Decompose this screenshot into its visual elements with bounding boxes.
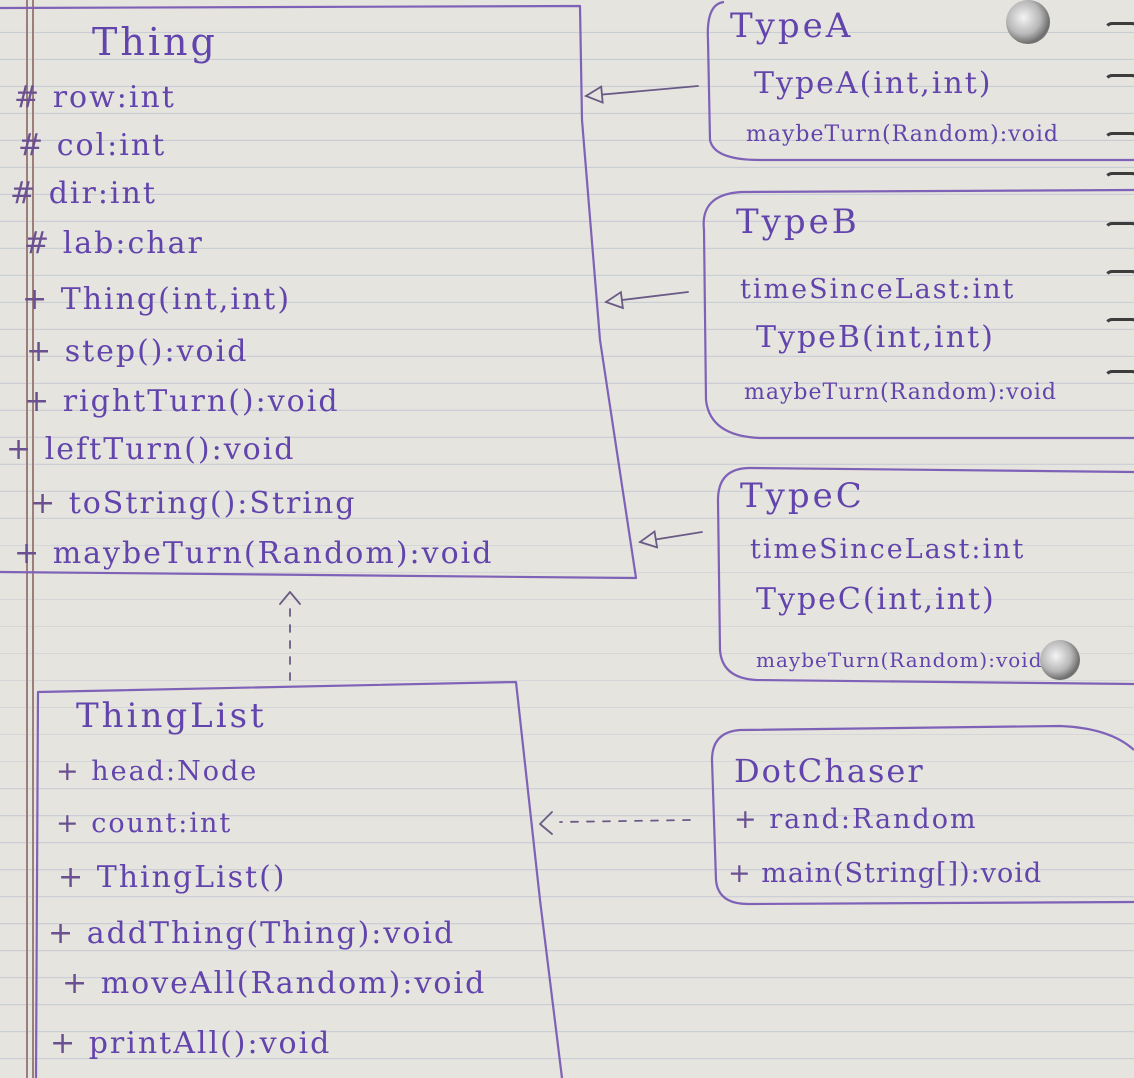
- visibility-marker: +: [30, 486, 58, 521]
- member-text: maybeTurn(Random):void: [52, 536, 494, 571]
- spiral-wire-icon: [1104, 132, 1134, 150]
- type-b-member: TypeB(int,int): [756, 320, 995, 355]
- member-text: head:Node: [91, 756, 259, 787]
- thing-member: + step():void: [26, 334, 248, 369]
- visibility-marker: +: [22, 282, 50, 317]
- type-c-class-box: [716, 466, 1134, 686]
- member-text: lab:char: [62, 226, 204, 261]
- spiral-wire-icon: [1104, 318, 1134, 336]
- type-b-member: timeSinceLast:int: [740, 274, 1016, 305]
- member-text: rightTurn():void: [62, 384, 340, 419]
- member-text: col:int: [56, 128, 167, 163]
- visibility-marker: +: [14, 536, 42, 571]
- visibility-marker: #: [14, 80, 42, 115]
- visibility-marker: #: [24, 226, 52, 261]
- spiral-wire-icon: [1104, 370, 1134, 388]
- type-c-inherits-arrow: [640, 532, 703, 542]
- thing-list-member: + head:Node: [56, 756, 258, 787]
- thing-class-box: [0, 4, 638, 580]
- type-a-member: maybeTurn(Random):void: [746, 122, 1059, 147]
- member-text: step():void: [64, 334, 249, 369]
- member-text: toString():String: [68, 486, 357, 521]
- thing-member: + Thing(int,int): [22, 282, 291, 317]
- visibility-marker: +: [24, 384, 52, 419]
- dot-chaser-class-name: DotChaser: [734, 752, 925, 790]
- spiral-wire-icon: [1104, 74, 1134, 92]
- member-text: rand:Random: [769, 804, 978, 835]
- member-text: moveAll(Random):void: [100, 966, 487, 1001]
- margin-line-left: [26, 0, 28, 1078]
- spiral-wire-icon: [1104, 172, 1134, 190]
- thing-list-member: + count:int: [56, 808, 232, 839]
- thing-list-member: + printAll():void: [50, 1026, 331, 1061]
- type-c-class-name: TypeC: [740, 476, 865, 516]
- thing-member: # lab:char: [24, 226, 204, 261]
- type-c-member: timeSinceLast:int: [750, 534, 1026, 565]
- member-text: addThing(Thing):void: [86, 916, 456, 951]
- type-b-class-box: [702, 188, 1134, 440]
- member-text: Thing(int,int): [60, 282, 292, 317]
- member-text: leftTurn():void: [44, 432, 296, 467]
- thing-list-member: + moveAll(Random):void: [62, 966, 486, 1001]
- visibility-marker: +: [50, 1026, 78, 1061]
- type-a-class-name: TypeA: [730, 6, 854, 46]
- visibility-marker: +: [58, 860, 86, 895]
- spiral-wire-icon: [1104, 222, 1134, 240]
- member-text: ThingList(): [96, 860, 287, 895]
- dot-chaser-member: + rand:Random: [734, 804, 978, 835]
- thing-list-class-box: [34, 680, 564, 1078]
- spiral-wire-icon: [1104, 270, 1134, 288]
- visibility-marker: +: [6, 432, 34, 467]
- member-text: row:int: [52, 80, 176, 115]
- thing-member: # row:int: [14, 80, 176, 115]
- visibility-marker: +: [48, 916, 76, 951]
- thing-list-member: + ThingList(): [58, 860, 287, 895]
- member-text: printAll():void: [88, 1026, 332, 1061]
- thing-list-class-name: ThingList: [76, 696, 267, 736]
- visibility-marker: +: [728, 858, 752, 889]
- thing-list-uses-thing-arrowhead: [279, 591, 301, 605]
- dot-chaser-uses-thing-list-arrow: [559, 819, 691, 823]
- visibility-marker: +: [62, 966, 90, 1001]
- type-b-class-name: TypeB: [736, 202, 860, 242]
- type-a-member: TypeA(int,int): [754, 66, 993, 101]
- thing-member: + rightTurn():void: [24, 384, 340, 419]
- dot-chaser-member: + main(String[]):void: [728, 858, 1042, 889]
- type-a-class-box: [706, 0, 1134, 162]
- thing-list-member: + addThing(Thing):void: [48, 916, 455, 951]
- type-c-member: maybeTurn(Random):void: [756, 648, 1043, 672]
- thing-member: + maybeTurn(Random):void: [14, 536, 493, 571]
- thing-member: + leftTurn():void: [6, 432, 296, 467]
- visibility-marker: #: [18, 128, 46, 163]
- visibility-marker: +: [26, 334, 54, 369]
- thing-class-name: Thing: [92, 20, 218, 64]
- thing-member: # dir:int: [10, 176, 157, 211]
- member-text: dir:int: [48, 176, 157, 211]
- visibility-marker: #: [10, 176, 38, 211]
- thing-member: + toString():String: [30, 486, 356, 521]
- member-text: main(String[]):void: [761, 858, 1043, 889]
- dot-chaser-class-box: [710, 724, 1134, 906]
- thing-member: # col:int: [18, 128, 166, 163]
- binder-ring-icon: [1040, 640, 1080, 680]
- margin-line-right: [32, 0, 34, 1078]
- member-text: count:int: [91, 808, 233, 839]
- type-a-inherits-arrow: [586, 86, 699, 96]
- dot-chaser-uses-thing-list-arrowhead: [539, 811, 553, 835]
- visibility-marker: +: [734, 804, 759, 835]
- type-c-member: TypeC(int,int): [756, 582, 996, 617]
- binder-ring-icon: [1006, 0, 1050, 44]
- type-b-member: maybeTurn(Random):void: [744, 380, 1057, 405]
- visibility-marker: +: [56, 808, 81, 839]
- type-b-inherits-arrow: [606, 292, 689, 302]
- spiral-wire-icon: [1104, 22, 1134, 40]
- visibility-marker: +: [56, 756, 81, 787]
